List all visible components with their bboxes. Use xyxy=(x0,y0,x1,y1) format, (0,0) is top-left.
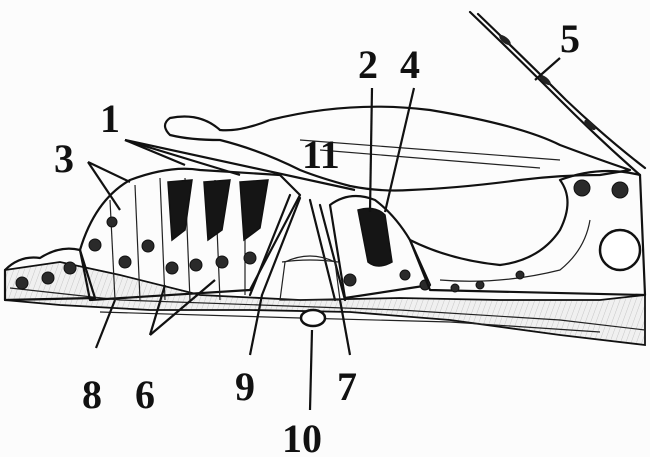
number-labels: 1 2 3 4 5 6 7 8 9 10 11 xyxy=(54,16,580,457)
label-4: 4 xyxy=(400,42,420,87)
label-2: 2 xyxy=(358,42,378,87)
tectorial-membrane xyxy=(165,107,630,191)
label-11: 11 xyxy=(302,132,340,177)
reissner-membrane xyxy=(470,12,645,175)
label-6: 6 xyxy=(135,372,155,417)
label-10: 10 xyxy=(282,416,322,457)
label-7: 7 xyxy=(337,364,357,409)
label-5: 5 xyxy=(560,16,580,61)
spiral-limbus xyxy=(410,171,645,295)
label-8: 8 xyxy=(82,372,102,417)
label-9: 9 xyxy=(235,364,255,409)
inner-hair-cell-region xyxy=(330,196,430,298)
label-1: 1 xyxy=(100,96,120,141)
label-3: 3 xyxy=(54,136,74,181)
